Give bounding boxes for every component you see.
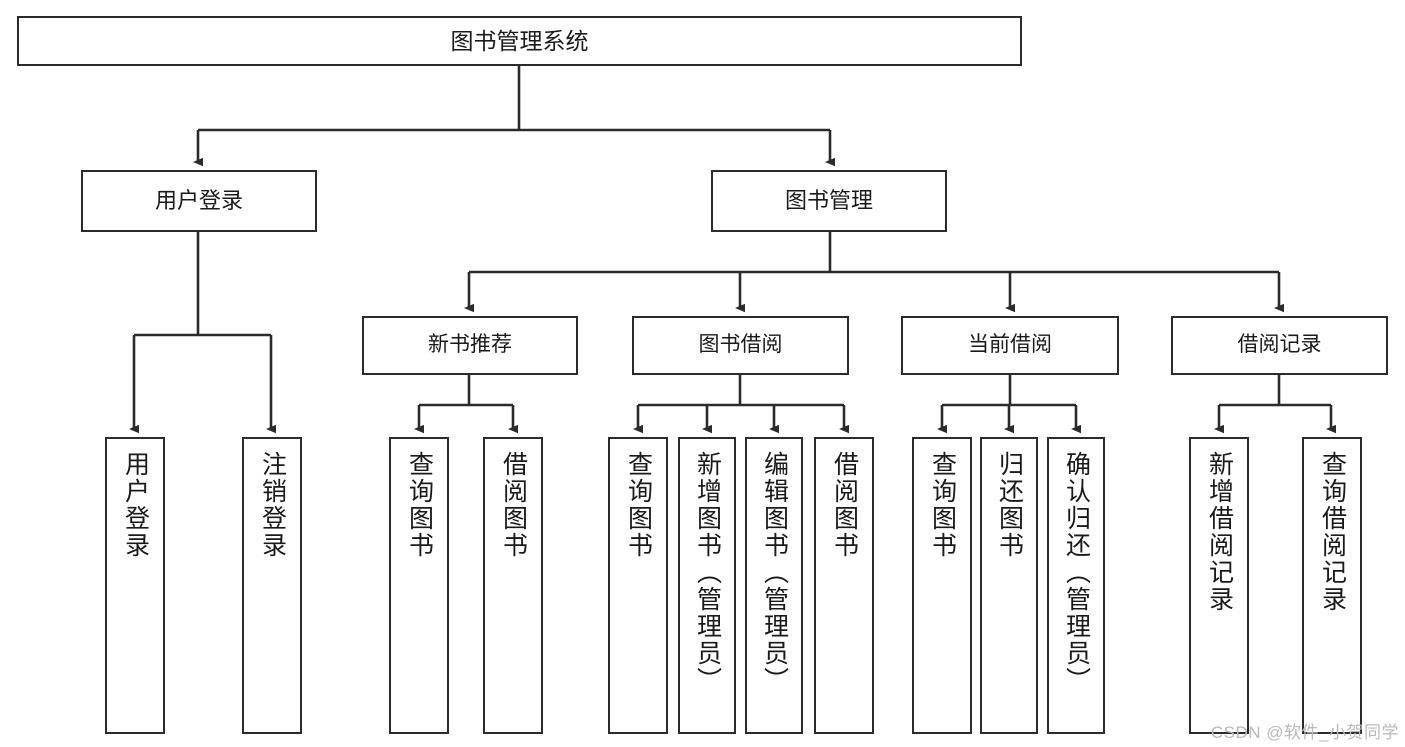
node-book-borrow[interactable]: 图书借阅	[632, 316, 849, 375]
leaf-record-query-borrow-record[interactable]: 查询借阅记录	[1302, 437, 1362, 734]
leaf-user-login-signin[interactable]: 用户登录	[105, 437, 165, 734]
node-current-borrow[interactable]: 当前借阅	[901, 316, 1119, 375]
node-label: 新书推荐	[428, 333, 512, 357]
leaf-current-query-book[interactable]: 查询图书	[912, 437, 972, 734]
node-label: 编辑图书（管理员）	[760, 451, 789, 694]
leaf-borrow-query-book[interactable]: 查询图书	[608, 437, 668, 734]
node-label: 归还图书	[995, 451, 1024, 559]
leaf-current-confirm-return-admin[interactable]: 确认归还（管理员）	[1047, 437, 1105, 734]
leaf-borrow-borrow-book[interactable]: 借阅图书	[814, 437, 874, 734]
node-label: 查询图书	[624, 451, 653, 559]
node-label: 查询图书	[405, 451, 434, 559]
node-label: 用户登录	[121, 451, 150, 559]
node-label: 借阅图书	[499, 451, 528, 559]
node-label: 确认归还（管理员）	[1062, 451, 1091, 694]
leaf-borrow-edit-book-admin[interactable]: 编辑图书（管理员）	[745, 437, 803, 734]
node-label: 图书管理	[784, 188, 873, 214]
node-new-book-recommend[interactable]: 新书推荐	[362, 316, 578, 375]
node-label: 借阅图书	[830, 451, 859, 559]
leaf-recommend-query-book[interactable]: 查询图书	[389, 437, 449, 734]
leaf-current-return-book[interactable]: 归还图书	[980, 437, 1038, 734]
node-book-management[interactable]: 图书管理	[711, 170, 947, 232]
node-label: 查询图书	[928, 451, 957, 559]
node-label: 图书借阅	[698, 333, 783, 357]
csdn-watermark: CSDN @软件_小贺同学	[1210, 723, 1399, 742]
node-label: 查询借阅记录	[1318, 451, 1347, 613]
node-root-library-system[interactable]: 图书管理系统	[17, 16, 1022, 66]
node-label: 新增图书（管理员）	[693, 451, 722, 694]
node-label: 新增借阅记录	[1205, 451, 1234, 613]
node-label: 当前借阅	[968, 333, 1052, 357]
node-label: 用户登录	[154, 188, 243, 214]
leaf-borrow-add-book-admin[interactable]: 新增图书（管理员）	[678, 437, 736, 734]
node-label: 借阅记录	[1237, 333, 1322, 357]
node-user-login[interactable]: 用户登录	[81, 170, 317, 232]
node-label: 注销登录	[258, 451, 287, 559]
leaf-user-login-logout[interactable]: 注销登录	[242, 437, 302, 734]
leaf-recommend-borrow-book[interactable]: 借阅图书	[483, 437, 543, 734]
node-label: 图书管理系统	[450, 27, 589, 54]
leaf-record-add-borrow-record[interactable]: 新增借阅记录	[1189, 437, 1249, 734]
node-borrow-record[interactable]: 借阅记录	[1171, 316, 1388, 375]
